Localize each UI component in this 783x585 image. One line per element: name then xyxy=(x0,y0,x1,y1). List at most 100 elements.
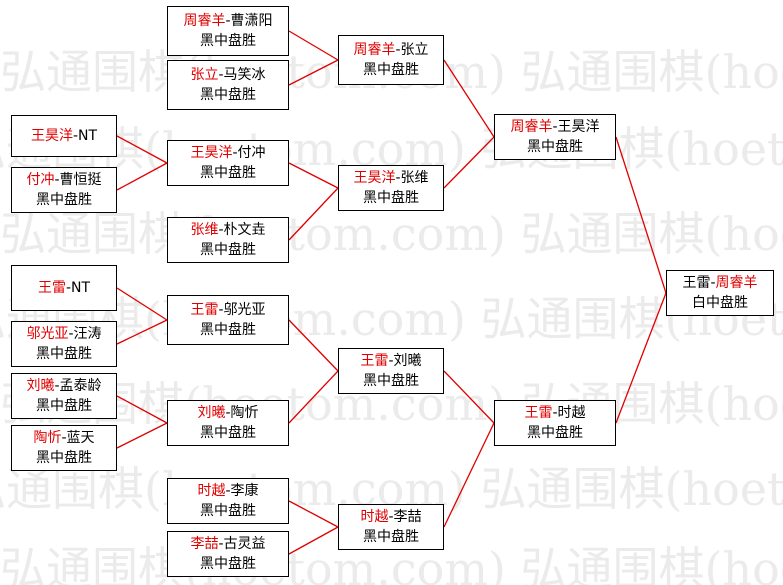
player-b: 付冲 xyxy=(237,145,266,161)
separator: - xyxy=(61,430,67,446)
player-b: 汪涛 xyxy=(73,326,102,342)
match-result: 黑中盘胜 xyxy=(363,529,419,545)
match-players: 王昊洋-张维 xyxy=(353,168,428,188)
match-result: 黑中盘胜 xyxy=(36,450,92,466)
match-box-m1: 周睿羊-曹潇阳黑中盘胜 xyxy=(167,6,289,56)
player-b: 马笑冰 xyxy=(223,67,266,83)
match-box-m25: 王雷-周睿羊白中盘胜 xyxy=(666,270,774,316)
player-b: 朴文垚 xyxy=(223,222,266,238)
match-result: 黑中盘胜 xyxy=(36,346,92,362)
match-box-m5: 张维-朴文垚黑中盘胜 xyxy=(167,217,289,263)
bracket-link xyxy=(116,422,168,449)
separator: - xyxy=(65,280,72,296)
bracket-link xyxy=(288,319,339,372)
separator: - xyxy=(225,13,231,29)
match-players: 王雷-NT xyxy=(38,278,90,298)
player-b: 张立 xyxy=(400,42,429,58)
player-a: 刘曦 xyxy=(26,378,55,394)
match-box-m23: 周睿羊-王昊洋黑中盘胜 xyxy=(494,114,616,160)
match-result: 黑中盘胜 xyxy=(200,87,256,103)
separator: - xyxy=(232,145,238,161)
player-b: 邬光亚 xyxy=(223,302,266,318)
bracket-link xyxy=(443,370,495,424)
match-box-m22: 时越-李喆黑中盘胜 xyxy=(338,504,444,550)
match-result: 白中盘胜 xyxy=(692,295,748,311)
player-a: 李喆 xyxy=(190,536,219,552)
player-a: 时越 xyxy=(360,509,389,525)
match-players: 李喆-古灵益 xyxy=(190,534,265,554)
match-box-m8: 刘曦-孟泰龄黑中盘胜 xyxy=(11,373,117,419)
match-result: 黑中盘胜 xyxy=(36,398,92,414)
bracket-link xyxy=(443,422,495,528)
separator: - xyxy=(395,42,401,58)
player-b: 周睿羊 xyxy=(715,275,758,291)
player-b: 李康 xyxy=(230,483,259,499)
bracket-link xyxy=(288,370,339,424)
match-players: 陶忻-蓝天 xyxy=(33,428,94,448)
separator: - xyxy=(388,509,394,525)
match-box-m16: 刘曦-陶忻黑中盘胜 xyxy=(167,400,289,446)
player-b: 王昊洋 xyxy=(557,119,600,135)
match-box-m24: 王雷-时越黑中盘胜 xyxy=(494,400,616,446)
player-b: 孟泰龄 xyxy=(59,378,102,394)
match-players: 王雷-刘曦 xyxy=(360,351,421,371)
separator: - xyxy=(54,172,60,188)
match-result: 黑中盘胜 xyxy=(200,33,256,49)
player-b: NT xyxy=(71,280,91,296)
match-players: 周睿羊-曹潇阳 xyxy=(183,11,272,31)
player-b: 刘曦 xyxy=(393,353,422,369)
match-players: 张立-马笑冰 xyxy=(190,65,265,85)
separator: - xyxy=(72,128,79,144)
player-a: 时越 xyxy=(197,483,226,499)
match-result: 黑中盘胜 xyxy=(363,373,419,389)
match-players: 时越-李喆 xyxy=(360,507,421,527)
match-result: 黑中盘胜 xyxy=(200,425,256,441)
player-a: 王雷 xyxy=(37,280,66,296)
player-a: 王雷 xyxy=(190,302,219,318)
player-b: 曹潇阳 xyxy=(230,13,273,29)
bracket-link xyxy=(116,395,168,424)
separator: - xyxy=(218,536,224,552)
separator: - xyxy=(388,353,394,369)
match-players: 王昊洋-NT xyxy=(31,126,97,146)
bracket-link xyxy=(116,162,168,191)
match-result: 黑中盘胜 xyxy=(363,62,419,78)
match-players: 王昊洋-付冲 xyxy=(190,143,265,163)
player-b: 时越 xyxy=(557,405,586,421)
player-a: 王雷 xyxy=(524,405,553,421)
match-players: 周睿羊-张立 xyxy=(353,40,428,60)
separator: - xyxy=(710,275,716,291)
match-players: 时越-李康 xyxy=(197,481,258,501)
match-box-m15: 王雷-邬光亚黑中盘胜 xyxy=(167,295,289,345)
separator: - xyxy=(552,119,558,135)
bracket-link xyxy=(288,59,339,86)
match-box-m10: 时越-李康黑中盘胜 xyxy=(167,478,289,524)
match-result: 黑中盘胜 xyxy=(200,165,256,181)
match-players: 王雷-时越 xyxy=(524,403,585,423)
match-result: 黑中盘胜 xyxy=(200,556,256,572)
player-a: 周睿羊 xyxy=(353,42,396,58)
bracket-link xyxy=(615,136,667,294)
match-players: 付冲-曹恒挺 xyxy=(26,170,101,190)
bracket-link xyxy=(116,287,168,321)
match-players: 邬光亚-汪涛 xyxy=(26,324,101,344)
player-b: 蓝天 xyxy=(66,430,95,446)
match-box-m20: 王昊洋-张维黑中盘胜 xyxy=(338,165,444,211)
bracket-link xyxy=(288,526,339,555)
match-box-m2: 张立-马笑冰黑中盘胜 xyxy=(167,60,289,110)
match-box-m21: 王雷-刘曦黑中盘胜 xyxy=(338,348,444,394)
match-box-m3: 王昊洋-NT xyxy=(11,115,117,157)
match-box-m7: 邬光亚-汪涛黑中盘胜 xyxy=(11,321,117,367)
match-result: 黑中盘胜 xyxy=(200,503,256,519)
match-result: 黑中盘胜 xyxy=(363,190,419,206)
player-a: 周睿羊 xyxy=(183,13,226,29)
separator: - xyxy=(218,222,224,238)
match-box-m4: 付冲-曹恒挺黑中盘胜 xyxy=(11,167,117,213)
match-box-m11: 李喆-古灵益黑中盘胜 xyxy=(167,531,289,577)
separator: - xyxy=(395,170,401,186)
player-b: NT xyxy=(78,128,98,144)
bracket-link xyxy=(288,187,339,241)
player-b: 李喆 xyxy=(393,509,422,525)
player-b: 古灵益 xyxy=(223,536,266,552)
